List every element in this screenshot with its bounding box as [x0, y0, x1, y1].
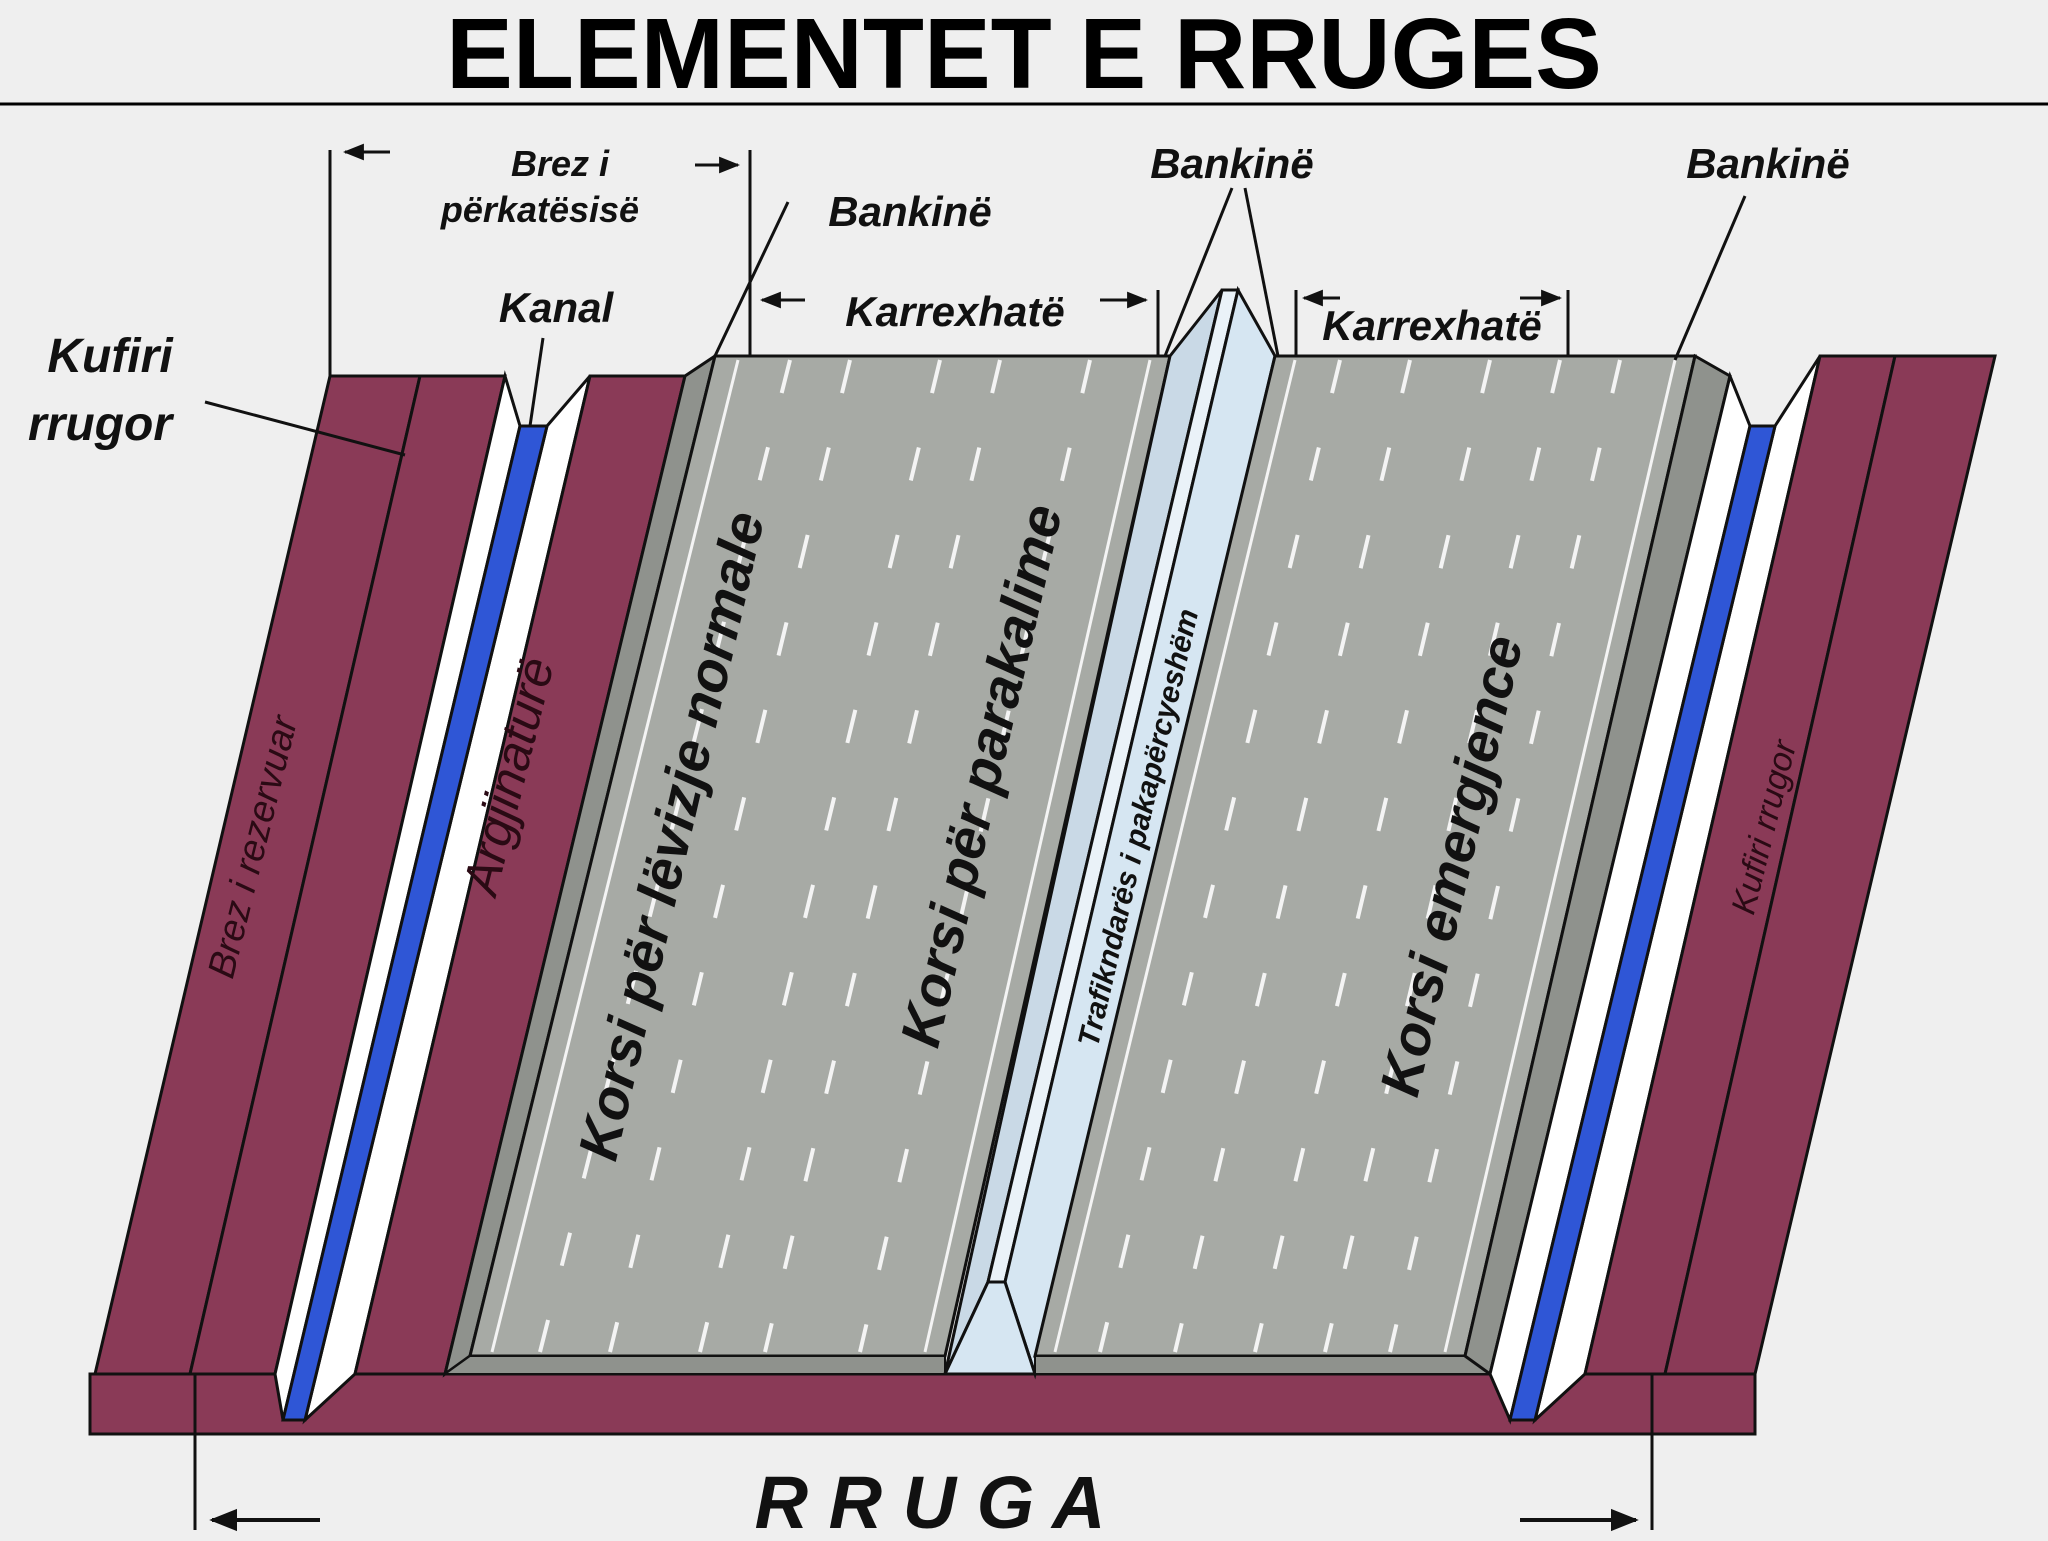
lane-edge-line — [1053, 359, 1297, 1353]
bankine-right-leader — [1673, 195, 1747, 361]
lane-edge-line — [1443, 359, 1677, 1353]
footer-rruga: R R U G A — [755, 1461, 1106, 1536]
label-karrexhate-left: Karrexhatë — [845, 288, 1064, 335]
label-kufiri-2: rrugor — [28, 398, 174, 451]
right-boundary-strip-outer — [1663, 354, 1997, 1376]
bankine-center-leader-l — [1163, 187, 1234, 357]
label-bankine-center: Bankinë — [1150, 140, 1313, 187]
label-bankine-left: Bankinë — [828, 188, 991, 235]
lane-edge-line — [923, 359, 1152, 1353]
bankine-center-leader-r — [1243, 187, 1280, 357]
label-kufiri-1: Kufiri — [47, 330, 174, 383]
label-karrexhate-right: Karrexhatë — [1322, 302, 1541, 349]
left-carriageway-front — [441, 1355, 946, 1375]
right-channel-water — [1508, 424, 1777, 1422]
label-bankine-right: Bankinë — [1686, 140, 1849, 187]
lane-edge-line — [490, 359, 740, 1353]
left-channel-water — [281, 424, 549, 1422]
diagram-title: ELEMENTET E RRUGES — [446, 0, 1602, 110]
label-brez-perkatesise-2: përkatësisë — [440, 189, 639, 230]
bankine-left-leader — [713, 201, 790, 357]
label-brez-perkatesise-1: Brez i — [511, 143, 610, 184]
label-kanal: Kanal — [499, 284, 615, 331]
lane-lines — [490, 359, 1677, 1353]
kanal-leader — [528, 337, 545, 427]
right-carriageway-front — [1034, 1355, 1494, 1375]
kufiri-leader — [204, 400, 406, 457]
central-divider-front — [942, 1280, 1038, 1376]
